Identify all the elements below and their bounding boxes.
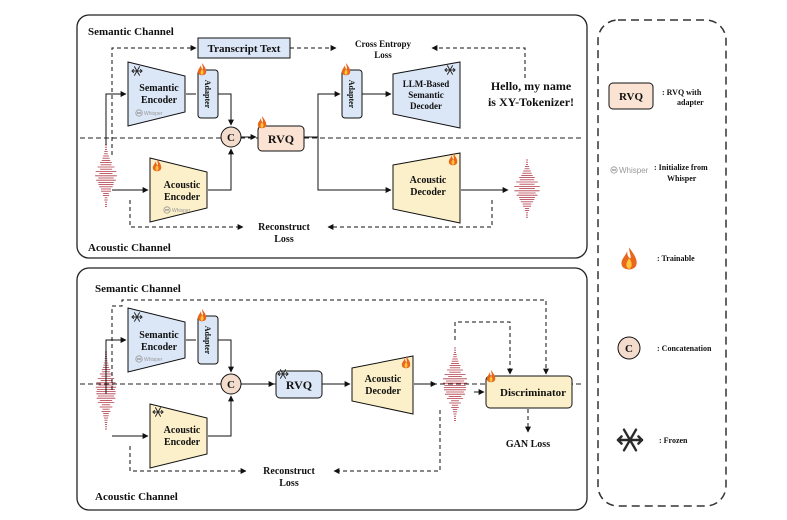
trainable-flame-icon [341, 63, 351, 76]
transcript-text-label: Transcript Text [208, 43, 281, 55]
output-text-line2: is XY-Tokenizer! [488, 95, 574, 109]
panel2-acoustic-encoder-label-line2: Encoder [164, 437, 201, 448]
panel2-semantic-encoder-label-line2: Encoder [141, 342, 178, 353]
panel1-reconstruct-label-line1: Reconstruct [258, 222, 310, 233]
panel1-decoder-adapter-label: Adapter [347, 80, 356, 109]
panel1-concat-label: C [227, 132, 235, 144]
legend-trainable-desc: : Trainable [657, 254, 695, 263]
cross-entropy-label-line2: Loss [374, 50, 392, 60]
cross-entropy-label-line1: Cross Entropy [355, 39, 411, 49]
panel2-adapter-label: Adapter [203, 326, 212, 355]
panel2-reconstruct-label-line2: Loss [279, 478, 299, 489]
panel2-reconstruct-label-line1: Reconstruct [263, 466, 315, 477]
panel1-acoustic-decoder-label-line1: Acoustic [410, 175, 447, 186]
legend-frozen-icon [616, 428, 644, 452]
panel2-acoustic-decoder [351, 355, 414, 415]
panel1-acoustic-encoder-label-line2: Encoder [164, 192, 201, 203]
legend-concat-desc: : Concatenation [657, 344, 712, 353]
panel2-whisper-tag: Whisper [144, 357, 163, 363]
panel1-acoustic-channel-label: Acoustic Channel [88, 242, 171, 254]
panel1-acoustic-decoder-label-line2: Decoder [410, 187, 446, 198]
legend-rvq-desc-line2: adapter [677, 98, 704, 107]
panel1-acoustic-decoder [392, 152, 461, 224]
panel1-reconstruct-label-line2: Loss [274, 234, 294, 245]
panel1-semantic-channel-label: Semantic Channel [88, 26, 174, 38]
legend-whisper-desc-line1: : Initialize from [654, 163, 708, 172]
panel1-rvq-box [257, 125, 305, 152]
panel1-semantic-encoder-label-line1: Semantic [139, 83, 179, 94]
legend-concat-sample-label: C [625, 343, 633, 355]
panel1-acoustic-encoder-label-line1: Acoustic [164, 180, 201, 191]
legend-frame [597, 19, 727, 507]
legend-rvq-desc-line1: : RVQ with [662, 88, 702, 97]
panel2-concat-label: C [227, 379, 235, 391]
panel1-adapter-label: Adapter [203, 80, 212, 109]
legend-whisper-desc-line2: Whisper [667, 174, 697, 183]
panel1-whisper-tag: Whisper [144, 111, 163, 117]
panel2-acoustic-encoder-label-line1: Acoustic [164, 425, 201, 436]
panel2-semantic-encoder [127, 307, 186, 373]
trainable-flame-icon [197, 309, 207, 322]
panel1-semantic-encoder [127, 61, 186, 127]
legend-whisper-sample: Whisper [619, 166, 649, 175]
legend-rvq-sample [608, 82, 654, 110]
trainable-flame-icon [197, 63, 207, 76]
panel2-semantic-channel-label: Semantic Channel [95, 283, 181, 295]
llm-decoder-label-line2: Semantic [408, 90, 444, 100]
whisper-logo-icon [610, 166, 618, 174]
panel2-acoustic-decoder-label-line2: Decoder [365, 386, 401, 397]
llm-decoder-label-line1: LLM-Based [403, 79, 450, 89]
panel2-output-waveform [442, 347, 468, 422]
legend-trainable-flame-icon [621, 247, 637, 270]
panel1-acoustic-encoder [149, 157, 208, 223]
panel2-acoustic-decoder-label-line1: Acoustic [365, 374, 402, 385]
panel2-semantic-encoder-label-line1: Semantic [139, 330, 179, 341]
panel1-rvq-label: RVQ [268, 132, 294, 146]
panel2-frame [76, 267, 588, 511]
trainable-flame-icon [257, 116, 267, 129]
legend-rvq-sample-label: RVQ [619, 91, 644, 103]
discriminator-label: Discriminator [500, 387, 566, 399]
panel1-acoustic-encoder-whisper-tag: Whisper [172, 208, 191, 214]
panel1-input-waveform [95, 144, 117, 208]
panel2-acoustic-channel-label: Acoustic Channel [95, 491, 178, 503]
trainable-flame-icon [486, 370, 496, 383]
panel1-frame [76, 14, 588, 259]
gan-loss-label: GAN Loss [506, 439, 550, 450]
panel1-connectors [105, 45, 526, 230]
panel2-input-waveform [95, 351, 117, 430]
panel2-rvq-label: RVQ [286, 378, 312, 392]
panel1-output-waveform [514, 159, 540, 218]
output-text-line1: Hello, my name [491, 79, 572, 93]
legend-frozen-desc: : Frozen [659, 436, 688, 445]
llm-decoder-label-line3: Decoder [410, 101, 442, 111]
panel2-acoustic-encoder [149, 403, 208, 469]
legend-concat-sample [617, 336, 641, 360]
panel2-connectors [105, 299, 549, 474]
discriminator-box [485, 375, 573, 409]
panel1-semantic-encoder-label-line2: Encoder [141, 95, 178, 106]
llm-semantic-decoder [392, 61, 461, 129]
